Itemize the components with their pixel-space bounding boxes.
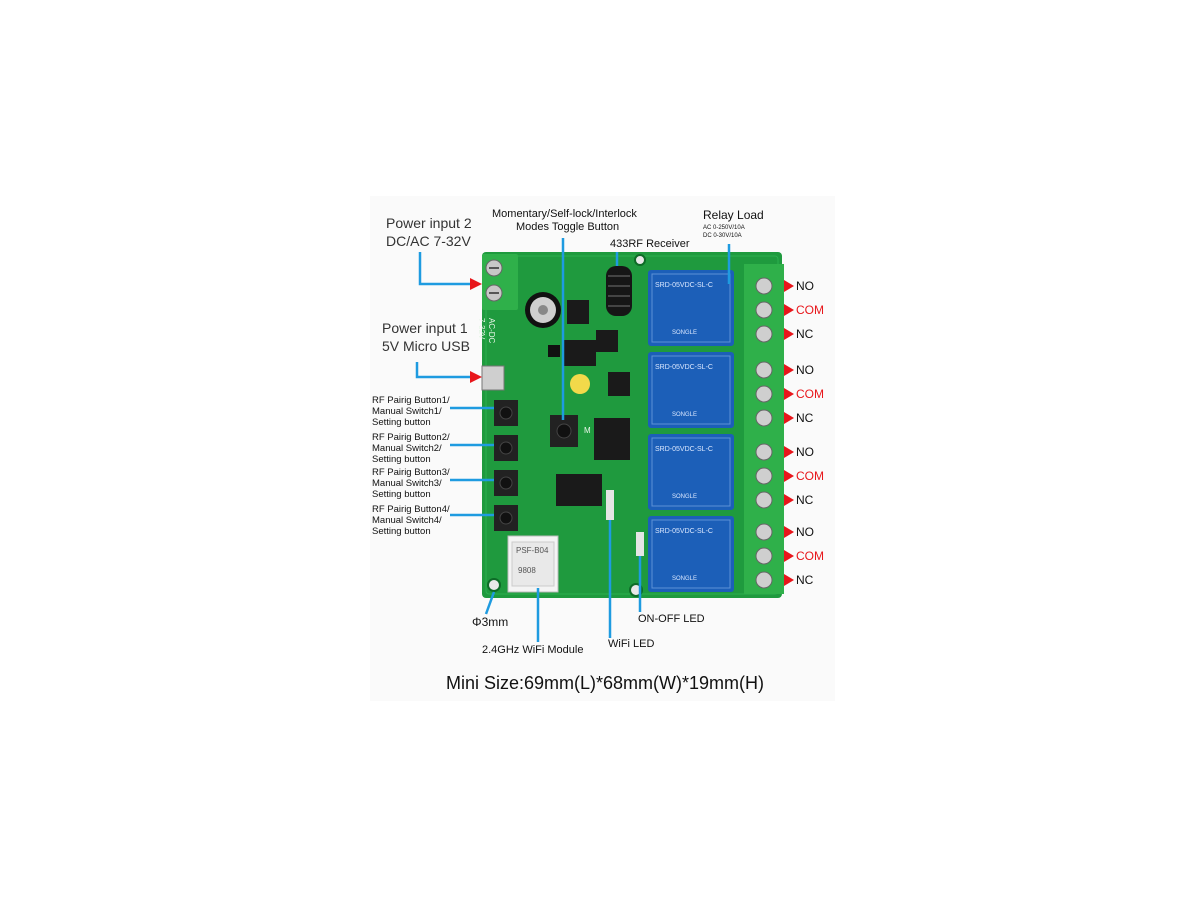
- terminal-1-no: NO: [796, 279, 814, 293]
- rf-button-1-line2: Manual Switch1/: [372, 406, 442, 417]
- wifi-module: [507, 535, 559, 593]
- terminal-1-com: COM: [796, 303, 824, 317]
- power-input-1-title: Power input 1: [382, 320, 468, 336]
- micro-usb-port: [481, 365, 505, 391]
- terminal-4-no: NO: [796, 525, 814, 539]
- rf-button-1-line1: RF Pairig Button1/: [372, 395, 450, 406]
- relay-4-brand: SONGLE: [672, 576, 698, 582]
- rf-button-3-line1: RF Pairig Button3/: [372, 467, 450, 478]
- relay-load-title: Relay Load: [703, 208, 764, 222]
- relay-2-brand: SONGLE: [672, 412, 698, 418]
- wifi-module-label: 2.4GHz WiFi Module: [482, 644, 584, 656]
- ic-chip: [594, 418, 630, 460]
- rf-button-4-line1: RF Pairig Button4/: [372, 504, 450, 515]
- ic-chip: [556, 474, 602, 506]
- on-off-led-component: [636, 532, 644, 556]
- relay-1: [648, 270, 734, 346]
- relay-3-brand: SONGLE: [672, 494, 698, 500]
- rf-button-2-line2: Manual Switch2/: [372, 443, 442, 454]
- relay-4: [648, 516, 734, 592]
- rf-button-1-line3: Setting button: [372, 417, 431, 428]
- relay-load-dc: DC 0-30V/10A: [703, 233, 742, 239]
- rf-button-4-line3: Setting button: [372, 526, 431, 537]
- output-terminals: [744, 264, 784, 594]
- mode-button-title: Momentary/Self-lock/Interlock: [492, 208, 637, 220]
- module-label-1: PSF-B04: [516, 546, 549, 555]
- buzzer: [570, 374, 590, 394]
- rf-pairing-buttons: [494, 400, 518, 531]
- relay-3-label: SRD-05VDC-SL-C: [655, 446, 713, 453]
- size-caption: Mini Size:69mm(L)*68mm(W)*19mm(H): [446, 673, 765, 693]
- power-input-2-title: Power input 2: [386, 215, 472, 231]
- power-input-1-spec: 5V Micro USB: [382, 338, 470, 354]
- wifi-led-label: WiFi LED: [608, 638, 655, 650]
- rf-button-3-line3: Setting button: [372, 489, 431, 500]
- relay-3: [648, 434, 734, 510]
- silkscreen-ac-dc: AC-DC: [487, 318, 496, 344]
- on-off-led-label: ON-OFF LED: [638, 613, 705, 625]
- terminal-2-no: NO: [796, 363, 814, 377]
- rf-receiver-coil: [606, 266, 632, 316]
- terminal-3-com: COM: [796, 469, 824, 483]
- red-arrows: [470, 278, 794, 586]
- chip: [608, 372, 630, 396]
- chip: [596, 330, 618, 352]
- mounting-hole: [634, 254, 646, 266]
- capacitor: [525, 292, 561, 328]
- terminal-3-nc: NC: [796, 493, 814, 507]
- terminal-2-nc: NC: [796, 411, 814, 425]
- relay-4-label: SRD-05VDC-SL-C: [655, 528, 713, 535]
- rf-button-4-line2: Manual Switch4/: [372, 515, 442, 526]
- mounting-hole: [487, 578, 501, 592]
- terminal-4-com: COM: [796, 549, 824, 563]
- module-label-2: 9808: [518, 566, 536, 575]
- power-input-2-spec: DC/AC 7-32V: [386, 233, 471, 249]
- mode-toggle-button: [550, 415, 578, 447]
- relay-load-ac: AC 0-250V/10A: [703, 225, 745, 231]
- terminal-4-nc: NC: [796, 573, 814, 587]
- hole-size-label: Φ3mm: [472, 615, 509, 629]
- terminal-3-no: NO: [796, 445, 814, 459]
- silkscreen-m: M: [584, 426, 591, 435]
- callout-lines: [415, 238, 731, 642]
- rf-receiver-label: 433RF Receiver: [610, 238, 690, 250]
- terminal-1-nc: NC: [796, 327, 814, 341]
- rf-button-2-line1: RF Pairig Button2/: [372, 432, 450, 443]
- rf-button-3-line2: Manual Switch3/: [372, 478, 442, 489]
- relay-2: [648, 352, 734, 428]
- mode-button-subtitle: Modes Toggle Button: [516, 221, 620, 233]
- chip: [567, 300, 589, 324]
- rf-button-2-line3: Setting button: [372, 454, 431, 465]
- silkscreen-voltage: 7-32V: [477, 318, 486, 340]
- relay-1-label: SRD-05VDC-SL-C: [655, 282, 713, 289]
- power-terminal-block: [482, 254, 518, 310]
- relay-2-label: SRD-05VDC-SL-C: [655, 364, 713, 371]
- wifi-led-component: [606, 490, 614, 520]
- chip: [562, 340, 596, 366]
- relay-1-brand: SONGLE: [672, 330, 698, 336]
- terminal-2-com: COM: [796, 387, 824, 401]
